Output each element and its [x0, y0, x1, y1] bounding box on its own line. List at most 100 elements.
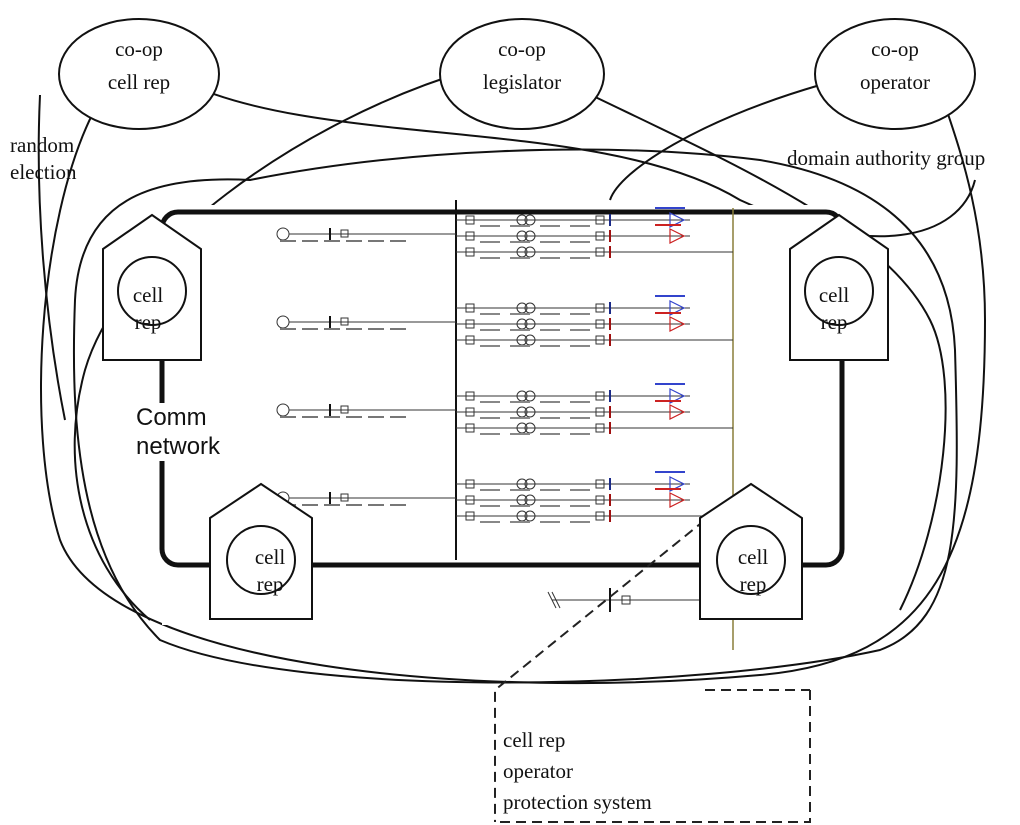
branch-annotation-mark: [480, 241, 500, 243]
gen-annotation-mark: [324, 504, 340, 506]
branch-breaker: [465, 511, 475, 521]
branch-annotation-mark: [570, 521, 590, 523]
gen-annotation-mark: [302, 328, 318, 330]
critical-label-mark: [655, 224, 681, 226]
cell-rep-node-bottom-left-label: cell rep: [240, 545, 300, 597]
branch-breaker: [465, 495, 475, 505]
grid-symbol: [547, 591, 561, 609]
branch-annotation-mark: [540, 257, 560, 259]
callout-line-cell-rep: cell rep: [503, 728, 566, 752]
callout-dashed: [494, 519, 811, 823]
branch-annotation-mark: [540, 241, 560, 243]
domain-authority-group-label: domain authority group: [787, 146, 986, 170]
branch-annotation-mark: [570, 433, 590, 435]
branch-annotation-mark: [480, 417, 500, 419]
random-election-label: random election: [10, 133, 76, 185]
gen-annotation-mark: [346, 504, 362, 506]
branch-annotation-mark: [510, 401, 530, 403]
random-election-line2: election: [10, 160, 77, 184]
domain-authority-curve: [179, 79, 976, 238]
breaker-symbol: [340, 405, 349, 414]
noncritical-label-mark: [655, 295, 685, 297]
gen-annotation-mark: [346, 416, 362, 418]
callout-leader-line: [494, 519, 706, 822]
schematic-block-2: [276, 295, 733, 347]
coop-cell-rep-line1: co-op: [115, 37, 163, 61]
branch-annotation-mark: [570, 417, 590, 419]
branch-annotation-mark: [540, 313, 560, 315]
branch-annotation-mark: [570, 241, 590, 243]
noncritical-label-mark: [655, 207, 685, 209]
legislator-curve-left: [73, 69, 471, 621]
callout-line-protection: protection system: [503, 790, 652, 814]
load-breaker: [595, 215, 605, 225]
coop-operator-label: co-op operator: [845, 37, 945, 95]
coop-operator-ellipse: [814, 18, 976, 130]
gen-annotation-mark: [324, 240, 340, 242]
comm-network-line1: Comm: [136, 404, 207, 431]
branch-annotation-mark: [570, 225, 590, 227]
boundary-curves: [37, 69, 987, 685]
branch-annotation-mark: [510, 505, 530, 507]
branch-annotation-mark: [540, 225, 560, 227]
grid-breaker: [621, 595, 631, 605]
branch-annotation-mark: [510, 257, 530, 259]
cell-rep-node-bottom-left-circle: [226, 525, 296, 595]
branch-annotation-mark: [480, 433, 500, 435]
load-breaker: [595, 407, 605, 417]
load-breaker: [595, 495, 605, 505]
branch-annotation-mark: [510, 345, 530, 347]
gen-annotation-mark: [280, 240, 296, 242]
coop-legislator-label: co-op legislator: [467, 37, 577, 95]
load-breaker: [595, 247, 605, 257]
coop-operator-line1: co-op: [871, 37, 919, 61]
branch-breaker: [465, 391, 475, 401]
branch-breaker: [465, 247, 475, 257]
load-breaker: [595, 335, 605, 345]
noncritical-load-symbol: [669, 300, 686, 316]
role-ellipses: [58, 18, 976, 130]
noncritical-label-mark: [655, 471, 685, 473]
schematic-block-4: [276, 471, 733, 523]
group-boundary-outer: [40, 104, 987, 685]
cell-rep-node-top-right-line2: rep: [820, 310, 848, 334]
branch-breaker: [465, 231, 475, 241]
gen-annotation-mark: [302, 416, 318, 418]
branch-breaker: [465, 215, 475, 225]
gen-annotation-mark: [390, 240, 406, 242]
branch-annotation-mark: [510, 521, 530, 523]
gen-annotation-mark: [280, 328, 296, 330]
critical-load-symbol: [669, 492, 686, 508]
noncritical-label-mark: [655, 383, 685, 385]
random-election-line1: random: [10, 133, 75, 157]
coop-cell-rep-ellipse: [58, 18, 220, 130]
branch-annotation-mark: [480, 257, 500, 259]
comm-network-line2: network: [136, 433, 221, 460]
load-breaker: [595, 423, 605, 433]
coop-cell-rep-label: co-op cell rep: [89, 37, 189, 95]
branch-annotation-mark: [480, 225, 500, 227]
cell-rep-node-top-left-label: cell rep: [118, 283, 178, 335]
branch-annotation-mark: [540, 489, 560, 491]
branch-annotation-mark: [480, 313, 500, 315]
gen-annotation-mark: [390, 328, 406, 330]
branch-annotation-mark: [480, 521, 500, 523]
branch-annotation-mark: [540, 521, 560, 523]
group-boundary-inner: [72, 148, 958, 684]
cellrep-curve: [37, 94, 66, 421]
branch-breaker: [465, 423, 475, 433]
coop-cell-rep-line2: cell rep: [107, 70, 171, 94]
critical-label-mark: [655, 400, 681, 402]
callout-box-edge: [495, 690, 811, 823]
load-breaker: [595, 319, 605, 329]
gen-annotation-mark: [346, 328, 362, 330]
comm-network-loop: [159, 209, 845, 568]
cell-rep-node-top-left-line1: cell: [132, 283, 164, 307]
branch-annotation-mark: [480, 401, 500, 403]
branch-annotation-mark: [510, 417, 530, 419]
gen-annotation-mark: [390, 416, 406, 418]
branch-annotation-mark: [510, 433, 530, 435]
gen-annotation-mark: [324, 328, 340, 330]
gen-annotation-mark: [368, 416, 384, 418]
